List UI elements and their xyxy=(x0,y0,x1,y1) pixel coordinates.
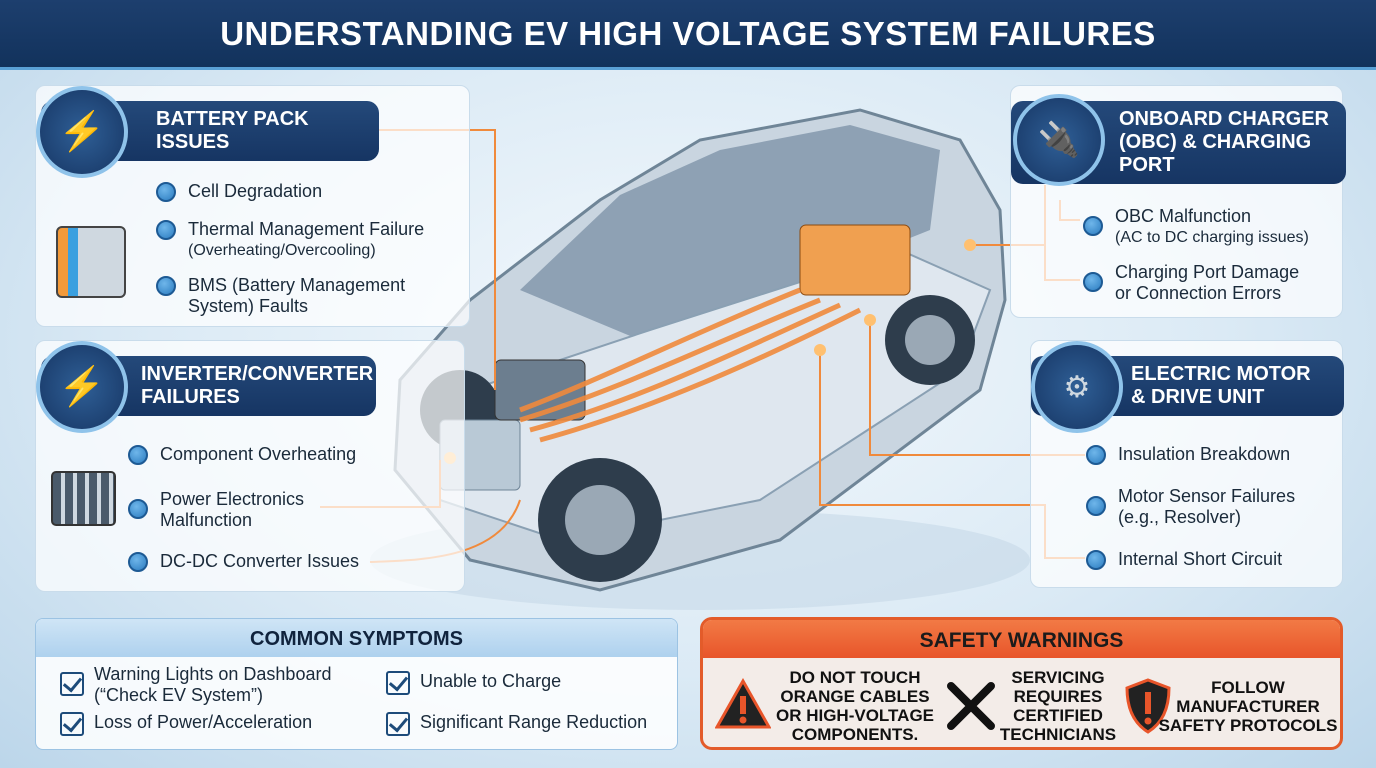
checkbox-icon xyxy=(60,672,84,696)
warning-triangle-icon xyxy=(715,678,771,729)
list-item: Internal Short Circuit xyxy=(1086,549,1282,570)
header-line: (OBC) & CHARGING xyxy=(1119,131,1312,153)
text-line: TECHNICIANS xyxy=(999,725,1117,744)
bullet-icon xyxy=(1083,216,1103,236)
bullet-icon xyxy=(1086,550,1106,570)
item-label: Warning Lights on Dashboard xyxy=(94,664,332,684)
text-line: MANUFACTURER xyxy=(1176,697,1320,716)
list-item: Motor Sensor Failures(e.g., Resolver) xyxy=(1086,486,1295,528)
common-symptoms-panel: COMMON SYMPTOMS Warning Lights on Dashbo… xyxy=(35,618,678,750)
bullet-icon xyxy=(1086,496,1106,516)
item-label: DC-DC Converter Issues xyxy=(160,551,360,571)
item-label: Charging Port Damage xyxy=(1115,262,1300,282)
header-line: ELECTRIC MOTOR xyxy=(1131,363,1311,385)
item-label: Motor Sensor Failures xyxy=(1118,486,1296,506)
symptom-item: Unable to Charge xyxy=(386,671,561,695)
item-label: Internal Short Circuit xyxy=(1118,549,1283,569)
item-label: Power Electronics xyxy=(160,489,305,509)
list-item: Thermal Management Failure (Overheating/O… xyxy=(156,219,424,261)
item-label: Significant Range Reduction xyxy=(420,712,648,732)
item-sublabel: (“Check EV System”) xyxy=(94,685,264,705)
item-sublabel: System) Faults xyxy=(188,296,309,316)
item-label: OBC Malfunction xyxy=(1115,206,1252,226)
list-item: OBC Malfunction (AC to DC charging issues… xyxy=(1083,206,1309,248)
item-label: BMS (Battery Management xyxy=(188,275,406,295)
electric-motor-icon: ⚙ xyxy=(1031,341,1123,433)
item-label: Loss of Power/Acceleration xyxy=(94,712,313,732)
bullet-icon xyxy=(128,499,148,519)
item-label: Insulation Breakdown xyxy=(1118,444,1291,464)
symptoms-header: COMMON SYMPTOMS xyxy=(36,619,677,657)
tools-icon xyxy=(947,682,995,730)
symptom-item: Loss of Power/Acceleration xyxy=(60,712,312,736)
list-item: DC-DC Converter Issues xyxy=(128,551,359,572)
list-item: Component Overheating xyxy=(128,444,356,465)
bullet-icon xyxy=(156,182,176,202)
item-sublabel: (Overheating/Overcooling) xyxy=(188,242,376,259)
page-title: UNDERSTANDING EV HIGH VOLTAGE SYSTEM FAI… xyxy=(220,14,1156,52)
text-line: OR HIGH-VOLTAGE xyxy=(775,706,935,725)
header-line: ISSUES xyxy=(156,131,230,153)
item-label: Component Overheating xyxy=(160,444,357,464)
bullet-icon xyxy=(156,276,176,296)
header-line: FAILURES xyxy=(141,386,240,408)
list-item: Insulation Breakdown xyxy=(1086,444,1290,465)
header-line: INVERTER/CONVERTER xyxy=(141,363,374,385)
header-line: PORT xyxy=(1119,154,1175,176)
item-label: Cell Degradation xyxy=(188,181,323,201)
item-label: Unable to Charge xyxy=(420,671,562,691)
item-sublabel: Malfunction xyxy=(160,510,253,530)
symptom-item: Warning Lights on Dashboard(“Check EV Sy… xyxy=(60,664,331,706)
battery-icon xyxy=(56,226,126,298)
bullet-icon xyxy=(1086,445,1106,465)
header-line: & DRIVE UNIT xyxy=(1131,386,1265,408)
item-sublabel: or Connection Errors xyxy=(1115,283,1282,303)
item-sublabel: (AC to DC charging issues) xyxy=(1115,229,1309,246)
item-sublabel: (e.g., Resolver) xyxy=(1118,507,1242,527)
safety-header: SAFETY WARNINGS xyxy=(703,620,1340,658)
list-item: Cell Degradation xyxy=(156,181,322,202)
text-line: SAFETY PROTOCOLS xyxy=(1158,716,1338,735)
inverter-chip-icon: ⚡ xyxy=(36,341,128,433)
text-line: ORANGE CABLES xyxy=(780,687,930,706)
text-line: DO NOT TOUCH xyxy=(789,668,921,687)
electric-motor-panel: ELECTRIC MOTOR& DRIVE UNIT ⚙ Insulation … xyxy=(1030,340,1344,588)
text-line: FOLLOW xyxy=(1211,678,1285,697)
checkbox-icon xyxy=(386,671,410,695)
text-line: CERTIFIED xyxy=(1013,706,1103,725)
bullet-icon xyxy=(1083,272,1103,292)
text-line: SERVICING xyxy=(1011,668,1105,687)
symptom-item: Significant Range Reduction xyxy=(386,712,647,736)
checkbox-icon xyxy=(60,712,84,736)
title-bar: UNDERSTANDING EV HIGH VOLTAGE SYSTEM FAI… xyxy=(0,0,1376,70)
header-line: BATTERY PACK xyxy=(156,108,309,130)
text-line: COMPONENTS. xyxy=(791,725,919,744)
item-label: Thermal Management Failure xyxy=(188,219,425,239)
bullet-icon xyxy=(156,220,176,240)
bullet-icon xyxy=(128,552,148,572)
shield-exclamation-icon xyxy=(1125,678,1171,734)
battery-warning-icon: ⚡ xyxy=(36,86,128,178)
overheating-module-icon xyxy=(51,471,116,526)
charging-plug-icon: 🔌 xyxy=(1013,94,1105,186)
text-line: REQUIRES xyxy=(1013,687,1103,706)
header-line: ONBOARD CHARGER xyxy=(1119,108,1329,130)
bullet-icon xyxy=(128,445,148,465)
checkbox-icon xyxy=(386,712,410,736)
